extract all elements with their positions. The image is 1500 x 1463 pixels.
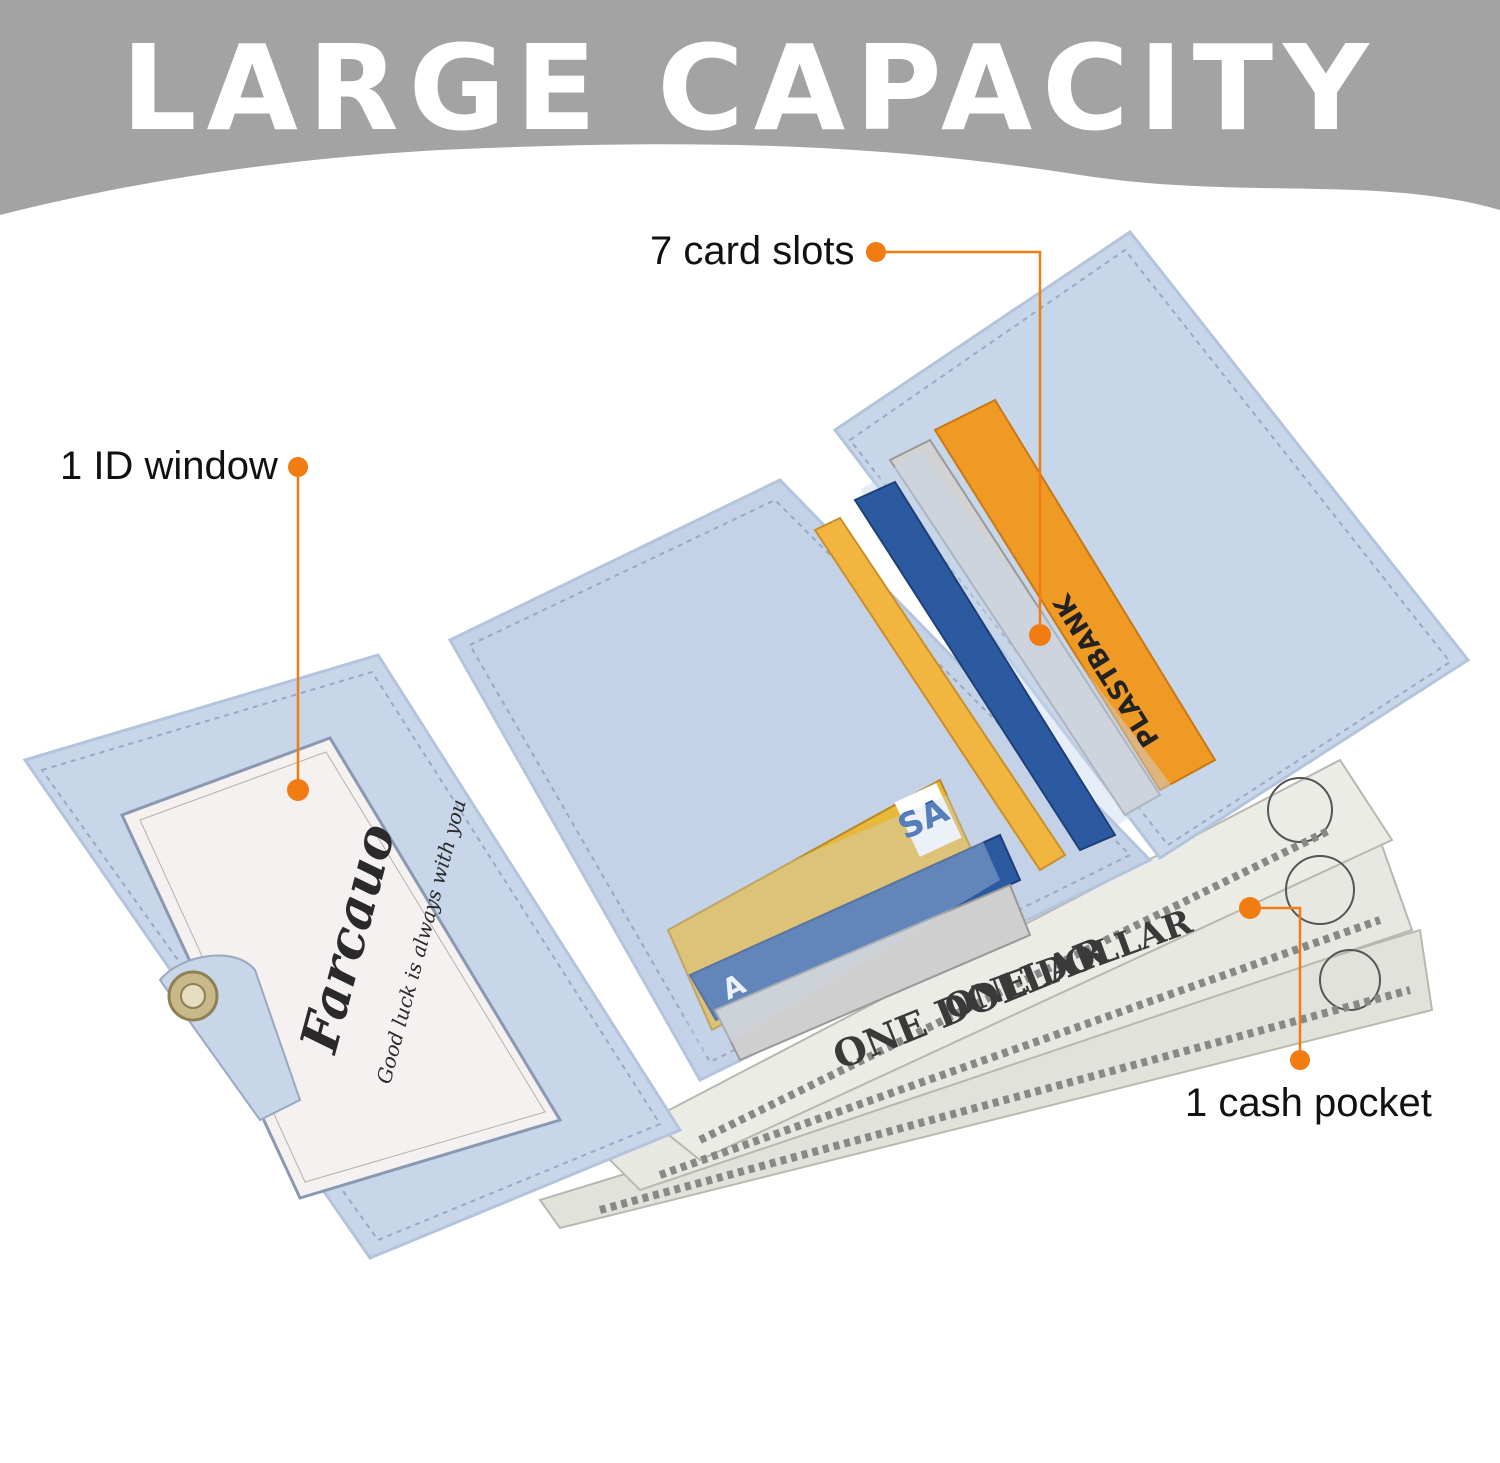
header-banner: LARGE CAPACITY: [0, 0, 1500, 300]
silver-card: [888, 438, 1162, 817]
callout-dots: [287, 242, 1310, 1070]
gold-card-logo-box: [894, 783, 962, 857]
wave-banner-shape: [0, 0, 1500, 215]
bill-seal-3: [1319, 949, 1381, 1011]
orange-card: [933, 398, 1217, 792]
blue-card-front: [688, 833, 1022, 1022]
bill-pattern-1: [698, 826, 1332, 1144]
bill-seal-2: [1285, 855, 1355, 925]
cash-bills: ONE DOLLAR ONE DOLLAR: [538, 758, 1434, 1230]
card-slots-dot-end: [1029, 624, 1051, 646]
id-window-dot-end: [287, 779, 309, 801]
id-window-dot-start: [288, 457, 308, 477]
silver-card-front: [713, 883, 1032, 1062]
gold-card-slot: [813, 516, 1067, 872]
card-slots-line: [876, 250, 1042, 635]
blue-card-slot: [853, 480, 1117, 852]
wallet-left-panel: Farcauo Good luck is always with you: [22, 653, 683, 1260]
card-slots-dot-start: [866, 242, 886, 262]
cash-pocket-line: [1250, 906, 1302, 1055]
cash-pocket-dot-start: [1239, 897, 1261, 919]
wallet-middle-panel: SA A: [447, 478, 1153, 1082]
cash-pocket-dot-end: [1290, 1050, 1310, 1070]
bill-seal-1: [1267, 777, 1333, 843]
wallet-right-panel: PLASTBANK: [832, 229, 1471, 861]
headline: LARGE CAPACITY: [121, 19, 1379, 157]
id-window-label: 1 ID window: [60, 444, 278, 488]
callout-lines: [296, 250, 1302, 1055]
card-slots-label: 7 card slots: [650, 229, 855, 273]
bill-pattern-3: [598, 986, 1412, 1214]
cash-pocket-label: 1 cash pocket: [1185, 1081, 1432, 1125]
